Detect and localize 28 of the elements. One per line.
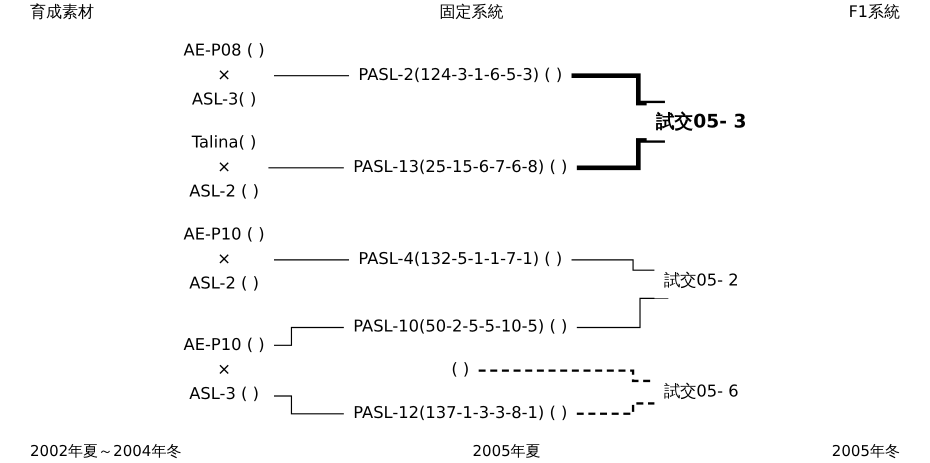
node-text: PASL-4(132-5-1-1-7-1) ( )	[358, 250, 562, 269]
connector	[274, 259, 350, 260]
connector	[274, 395, 344, 414]
node-text: PASL-2(124-3-1-6-5-3) ( )	[358, 66, 562, 84]
node-text: PASL-12(137-1-3-3-8-1) ( )	[353, 404, 568, 423]
node-text: AE-P10 ( ) × ASL-2 ( )	[184, 226, 265, 294]
node-text: ( )	[451, 360, 470, 380]
connector	[274, 326, 344, 346]
connector	[576, 402, 654, 415]
node-text: 試交05- 2	[664, 272, 739, 290]
period-label: 2005年夏	[472, 442, 541, 461]
column-heading: 育成素材	[30, 2, 94, 23]
node-text: PASL-10(50-2-5-5-10-5) ( )	[353, 318, 568, 336]
connector	[572, 259, 654, 271]
node-text: AE-P08 ( ) × ASL-3( )	[184, 41, 265, 109]
column-heading: F1系統	[848, 2, 900, 23]
connector	[274, 75, 350, 76]
period-label: 2002年夏～2004年冬	[30, 442, 182, 461]
node-text: PASL-13(25-15-6-7-6-8) ( )	[353, 158, 568, 177]
connector	[576, 298, 668, 328]
node-text: 試交05- 6	[664, 382, 739, 401]
node-text: AE-P10 ( ) × ASL-3 ( )	[184, 336, 265, 404]
column-heading: 固定系統	[439, 2, 504, 23]
connector	[268, 167, 344, 168]
node-text: Talina( ) × ASL-2 ( )	[189, 133, 259, 202]
connector	[576, 138, 665, 170]
period-label: 2005年冬	[832, 442, 900, 461]
connector	[572, 73, 665, 106]
